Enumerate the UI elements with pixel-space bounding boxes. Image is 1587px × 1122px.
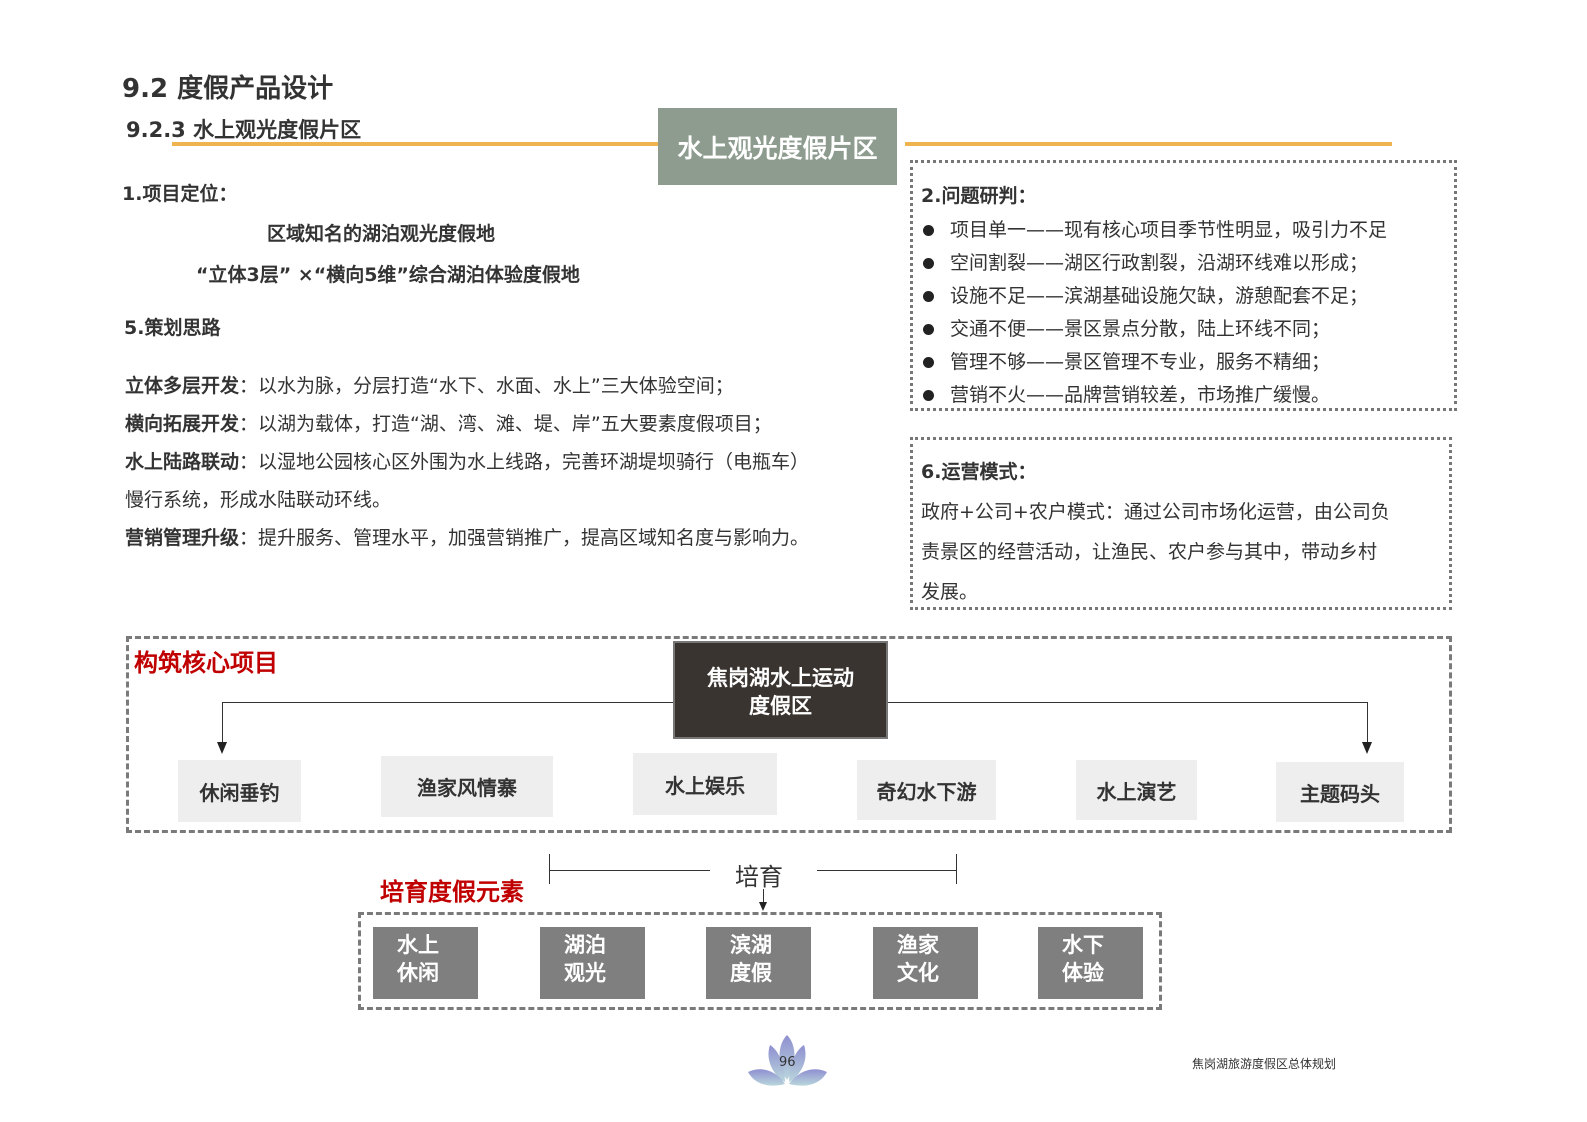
element-box: 水上休闲 — [373, 927, 478, 999]
element-box: 水下体验 — [1038, 927, 1143, 999]
section-title: 9.2 度假产品设计 — [122, 74, 334, 104]
strategy-text: ：提升服务、管理水平，加强营销推广，提高区域知名度与影响力。 — [239, 527, 810, 549]
element-box: 湖泊观光 — [540, 927, 645, 999]
problem-item: 管理不够——景区管理不专业，服务不精细； — [923, 347, 1330, 374]
bullet-icon — [923, 324, 934, 335]
banner-box: 水上观光度假片区 — [658, 108, 897, 185]
element-text: 体验 — [1062, 961, 1104, 985]
core-item: 水上演艺 — [1076, 760, 1197, 820]
strategy-label: 横向拓展开发 — [125, 413, 240, 435]
bracket-tick — [956, 854, 957, 884]
operation-line: 政府+公司+农户模式：通过公司市场化运营，由公司负 — [921, 501, 1390, 523]
cultivate-box — [358, 912, 1162, 1010]
core-item: 渔家风情寨 — [381, 756, 553, 817]
positioning-line1: 区域知名的湖泊观光度假地 — [267, 223, 496, 245]
positioning-line2: “立体3层” ×“横向5维”综合湖泊体验度假地 — [196, 264, 580, 286]
problem-item: 交通不便——景区景点分散，陆上环线不同； — [923, 314, 1330, 341]
element-text: 水上 — [397, 933, 439, 957]
element-text: 度假 — [730, 961, 772, 985]
bullet-icon — [923, 291, 934, 302]
connector-line — [888, 702, 1368, 703]
strategy-item-4: 营销管理升级：提升服务、管理水平，加强营销推广，提高区域知名度与影响力。 — [125, 523, 809, 550]
bullet-icon — [923, 225, 934, 236]
core-projects-box — [126, 636, 1452, 833]
problem-item: 空间割裂——湖区行政割裂，沿湖环线难以形成； — [923, 248, 1368, 275]
problem-text: 项目单一——现有核心项目季节性明显，吸引力不足 — [950, 219, 1388, 241]
problem-item: 设施不足——滨湖基础设施欠缺，游憩配套不足； — [923, 281, 1368, 308]
core-item: 水上娱乐 — [633, 753, 777, 815]
core-item: 休闲垂钓 — [178, 760, 301, 822]
center-line: 焦岗湖水上运动 — [707, 666, 854, 690]
divider-left — [172, 142, 658, 146]
center-line: 度假区 — [749, 694, 812, 718]
bracket-tick — [549, 854, 550, 884]
problem-text: 空间割裂——湖区行政割裂，沿湖环线难以形成； — [950, 252, 1369, 274]
element-box: 渔家文化 — [873, 927, 978, 999]
operation-title: 6.运营模式： — [921, 461, 1037, 483]
element-text: 观光 — [564, 961, 606, 985]
problem-item: 营销不火——品牌营销较差，市场推广缓慢。 — [923, 380, 1330, 407]
strategy-label: 营销管理升级 — [125, 527, 240, 549]
connector-line — [1367, 702, 1368, 748]
problems-box: 2.问题研判： 项目单一——现有核心项目季节性明显，吸引力不足 空间割裂——湖区… — [910, 160, 1457, 411]
arrow-down-icon — [759, 902, 767, 911]
bullet-icon — [923, 258, 934, 269]
strategy-text: ：以湖为载体，打造“湖、湾、滩、堤、岸”五大要素度假项目； — [239, 413, 772, 435]
core-item: 奇幻水下游 — [857, 760, 996, 820]
connector-line — [222, 702, 223, 748]
bracket-line — [549, 870, 710, 871]
strategy-text: ：以水为脉，分层打造“水下、水面、水上”三大体验空间； — [239, 375, 734, 397]
lotus-logo-icon — [748, 1035, 827, 1086]
connector-line — [763, 889, 764, 905]
problem-text: 管理不够——景区管理不专业，服务不精细； — [950, 351, 1331, 373]
bracket-line — [817, 870, 956, 871]
connector-line — [222, 702, 673, 703]
problem-text: 交通不便——景区景点分散，陆上环线不同； — [950, 318, 1331, 340]
cultivate-label: 培育 — [735, 863, 783, 891]
subsection-title: 9.2.3 水上观光度假片区 — [126, 118, 362, 142]
operation-line: 发展。 — [921, 581, 979, 603]
element-text: 滨湖 — [730, 933, 772, 957]
arrow-down-icon — [217, 742, 227, 754]
cultivate-title: 培育度假元素 — [380, 878, 524, 906]
operation-line: 责景区的经营活动，让渔民、农户参与其中，带动乡村 — [921, 541, 1378, 563]
page-number: 96 — [779, 1055, 796, 1070]
strategy-label: 水上陆路联动 — [125, 451, 240, 473]
strategy-item-1: 立体多层开发：以水为脉，分层打造“水下、水面、水上”三大体验空间； — [125, 371, 734, 398]
element-text: 渔家 — [897, 933, 939, 957]
element-text: 休闲 — [397, 961, 439, 985]
problem-text: 设施不足——滨湖基础设施欠缺，游憩配套不足； — [950, 285, 1369, 307]
bullet-icon — [923, 390, 934, 401]
element-box: 滨湖度假 — [706, 927, 811, 999]
strategy-text: ：以湿地公园核心区外围为水上线路，完善环湖堤坝骑行（电瓶车） — [239, 451, 810, 473]
problem-item: 项目单一——现有核心项目季节性明显，吸引力不足 — [923, 215, 1387, 242]
footer-doc-title: 焦岗湖旅游度假区总体规划 — [1192, 1057, 1337, 1071]
core-title: 构筑核心项目 — [134, 649, 278, 677]
core-center-box: 焦岗湖水上运动度假区 — [673, 641, 888, 739]
divider-right — [905, 142, 1392, 146]
problem-text: 营销不火——品牌营销较差，市场推广缓慢。 — [950, 384, 1331, 406]
problems-title: 2.问题研判： — [921, 185, 1037, 207]
strategy-item-3: 水上陆路联动：以湿地公园核心区外围为水上线路，完善环湖堤坝骑行（电瓶车） — [125, 447, 809, 474]
positioning-title: 1.项目定位： — [122, 183, 238, 205]
arrow-down-icon — [1362, 742, 1372, 754]
element-text: 文化 — [897, 961, 939, 985]
strategy-label: 立体多层开发 — [125, 375, 240, 397]
operation-box: 6.运营模式： 政府+公司+农户模式：通过公司市场化运营，由公司负 责景区的经营… — [910, 437, 1452, 610]
core-item: 主题码头 — [1276, 762, 1404, 822]
element-text: 湖泊 — [564, 933, 606, 957]
element-text: 水下 — [1062, 933, 1104, 957]
strategy-item-2: 横向拓展开发：以湖为载体，打造“湖、湾、滩、堤、岸”五大要素度假项目； — [125, 409, 772, 436]
bullet-icon — [923, 357, 934, 368]
strategy-title: 5.策划思路 — [124, 317, 221, 339]
strategy-item-3-cont: 慢行系统，形成水陆联动环线。 — [125, 489, 392, 511]
